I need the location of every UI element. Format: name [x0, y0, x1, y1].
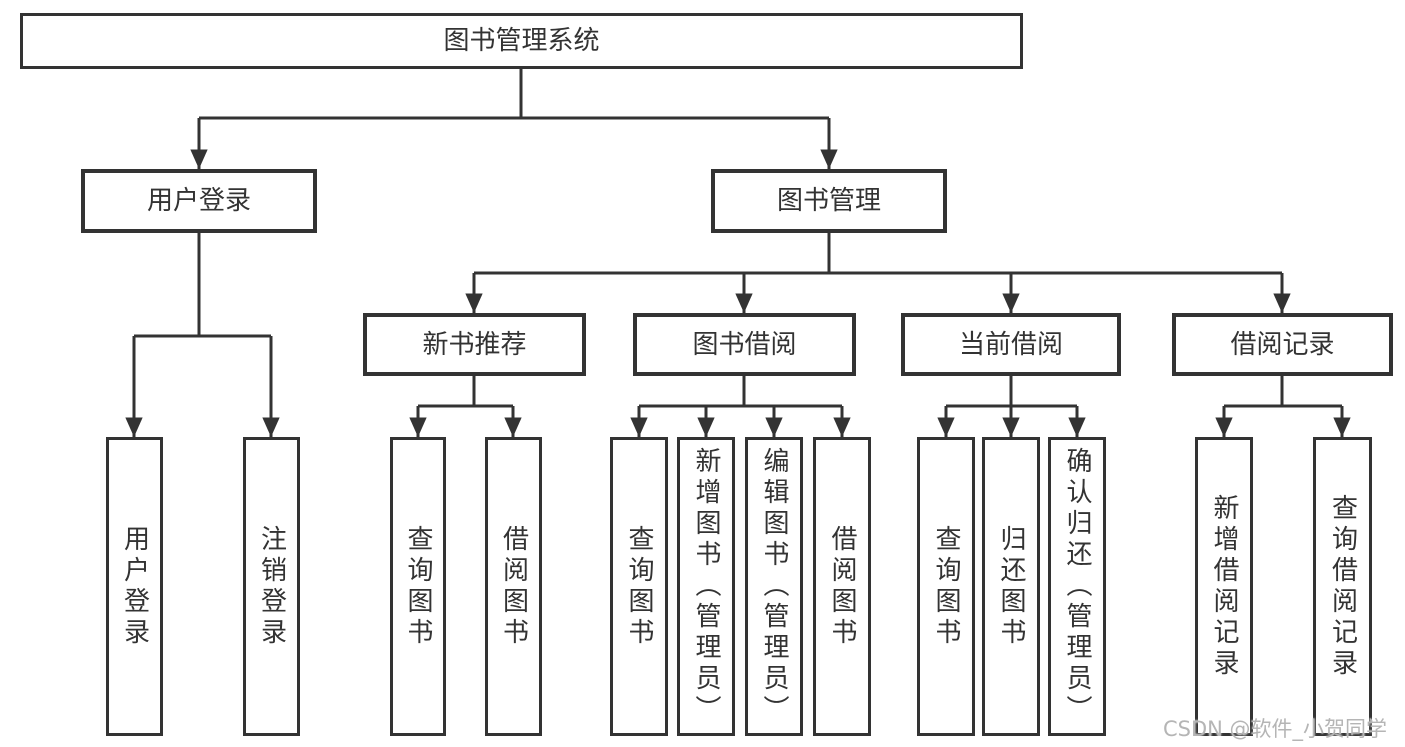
leaf-return-book: 归还图书 — [982, 437, 1040, 736]
leaf-query-book-recommend: 查询图书 — [390, 437, 446, 736]
leaf-query-book-borrow: 查询图书 — [610, 437, 668, 736]
node-borrow-records: 借阅记录 — [1172, 313, 1393, 376]
leaf-borrow-book-recommend: 借阅图书 — [485, 437, 542, 736]
csdn-watermark: CSDN @软件_小贺同学 — [1163, 717, 1388, 741]
node-new-book-recommend: 新书推荐 — [363, 313, 586, 376]
node-book-management: 图书管理 — [711, 169, 947, 233]
node-root-library-system: 图书管理系统 — [20, 13, 1023, 69]
leaf-add-book-admin: 新增图书（管理员） — [677, 437, 735, 736]
leaf-add-borrow-record: 新增借阅记录 — [1195, 437, 1253, 736]
leaf-query-borrow-record: 查询借阅记录 — [1313, 437, 1372, 736]
leaf-confirm-return-admin: 确认归还（管理员） — [1048, 437, 1106, 736]
leaf-logout: 注销登录 — [243, 437, 300, 736]
node-book-borrowing: 图书借阅 — [633, 313, 856, 376]
leaf-edit-book-admin: 编辑图书（管理员） — [745, 437, 803, 736]
node-user-login: 用户登录 — [81, 169, 317, 233]
leaf-borrow-book: 借阅图书 — [813, 437, 871, 736]
leaf-query-book-current: 查询图书 — [917, 437, 975, 736]
node-current-borrowing: 当前借阅 — [901, 313, 1121, 376]
leaf-user-login: 用户登录 — [106, 437, 163, 736]
